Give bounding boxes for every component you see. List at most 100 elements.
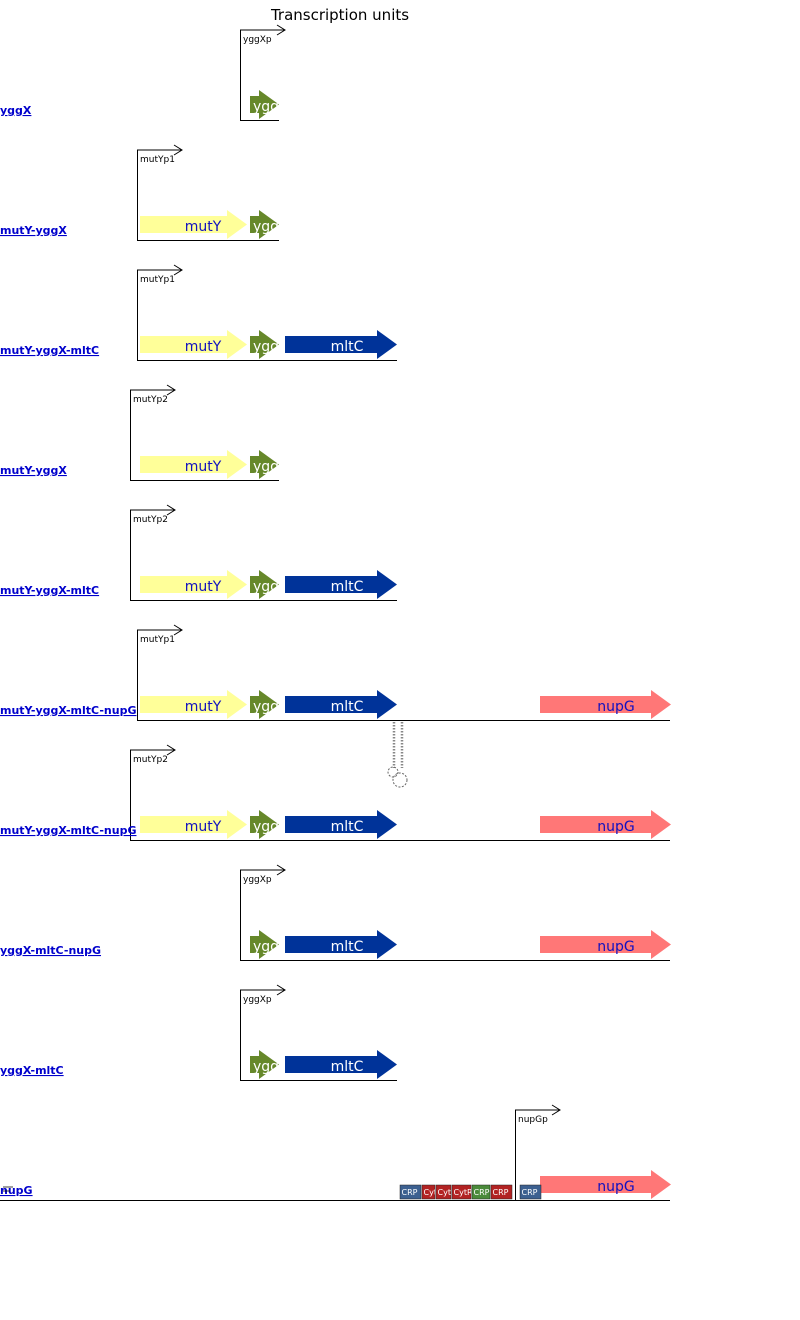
binding-site-label: CRP (474, 1188, 490, 1197)
gene-arrow-mltC[interactable] (285, 810, 397, 839)
gene-arrow-yggX[interactable] (250, 810, 279, 839)
promoter-label[interactable]: yggXp (243, 875, 272, 885)
gene-arrow-yggX[interactable] (250, 930, 279, 959)
gene-label: nupG (597, 699, 634, 715)
gene-mltC[interactable]: mltC (285, 810, 397, 839)
gene-yggX[interactable]: ygg (250, 930, 279, 959)
gene-arrow-yggX[interactable] (250, 450, 279, 479)
transcription-unit-link[interactable]: mutY-yggX (0, 224, 67, 237)
gene-arrow-mutY[interactable] (140, 330, 247, 359)
promoter-label[interactable]: mutYp2 (133, 755, 168, 765)
transcription-unit-link[interactable]: mutY-yggX (0, 464, 67, 477)
binding-site-crp[interactable]: CRP (471, 1184, 491, 1200)
gene-yggX[interactable]: ygg (250, 1050, 279, 1079)
gene-yggX[interactable]: ygg (250, 330, 279, 359)
gene-yggX[interactable]: ygg (250, 690, 279, 719)
gene-label: ygg (253, 99, 279, 115)
gene-arrow-nupG[interactable] (540, 930, 671, 959)
gene-yggX[interactable]: ygg (250, 210, 279, 239)
gene-label: ygg (253, 939, 279, 955)
gene-yggX[interactable]: ygg (250, 570, 279, 599)
binding-site-cytr[interactable]: CytR (451, 1184, 473, 1200)
gene-mltC[interactable]: mltC (285, 330, 397, 359)
gene-arrow-yggX[interactable] (250, 690, 279, 719)
gene-label: mutY (185, 219, 222, 235)
transcription-unit-link[interactable]: mutY-yggX-mltC (0, 584, 99, 597)
gene-arrow-nupG[interactable] (540, 1170, 671, 1199)
binding-site-cytr[interactable]: CytR (435, 1184, 457, 1200)
gene-yggX[interactable]: ygg (250, 450, 279, 479)
gene-arrow-yggX[interactable] (250, 1050, 279, 1079)
gene-label: nupG (597, 1179, 634, 1195)
promoter-arrow-icon (137, 629, 182, 720)
binding-site-crp[interactable]: CRP (519, 1184, 542, 1200)
gene-label: mutY (185, 699, 222, 715)
promoter-arrowhead-icon (276, 984, 286, 996)
gene-arrow-mutY[interactable] (140, 570, 247, 599)
binding-site-crp[interactable]: CRP (490, 1184, 513, 1200)
gene-yggX[interactable]: ygg (250, 90, 279, 119)
gene-label: ygg (253, 219, 279, 235)
gene-arrow-mutY[interactable] (140, 810, 247, 839)
promoter-label[interactable]: mutYp1 (140, 635, 175, 645)
promoter-label[interactable]: mutYp1 (140, 155, 175, 165)
gene-arrow-mltC[interactable] (285, 570, 397, 599)
transcription-unit-link[interactable]: yggX (0, 104, 32, 117)
gene-nupG[interactable]: nupG (540, 1170, 671, 1199)
gene-arrow-yggX[interactable] (250, 330, 279, 359)
gene-mutY[interactable]: mutY (140, 810, 247, 839)
gene-mltC[interactable]: mltC (285, 690, 397, 719)
promoter-arrow-icon (130, 389, 175, 480)
gene-mutY[interactable]: mutY (140, 330, 247, 359)
gene-mltC[interactable]: mltC (285, 930, 397, 959)
binding-site-label: CytR (438, 1188, 457, 1197)
promoter-arrowhead-icon (166, 504, 176, 516)
promoter-label[interactable]: nupGp (518, 1115, 548, 1125)
gene-mltC[interactable]: mltC (285, 1050, 397, 1079)
transcription-unit-row: mutYp1 mutY-yggX mutY ygg (0, 144, 279, 241)
promoter-label[interactable]: yggXp (243, 35, 272, 45)
binding-site-cytr[interactable]: CytR (421, 1184, 443, 1200)
gene-mutY[interactable]: mutY (140, 690, 247, 719)
gene-arrow-yggX[interactable] (250, 210, 279, 239)
promoter-arrow-icon (240, 29, 285, 120)
gene-mutY[interactable]: mutY (140, 210, 247, 239)
gene-arrow-nupG[interactable] (540, 690, 671, 719)
gene-nupG[interactable]: nupG (540, 930, 671, 959)
promoter-arrowhead-icon (166, 384, 176, 396)
promoter-label[interactable]: mutYp2 (133, 515, 168, 525)
transcription-unit-link[interactable]: mutY-yggX-mltC (0, 344, 99, 357)
transcription-unit-link[interactable]: nupG (0, 1184, 33, 1197)
gene-arrow-nupG[interactable] (540, 810, 671, 839)
gene-arrow-mltC[interactable] (285, 330, 397, 359)
gene-arrow-mutY[interactable] (140, 450, 247, 479)
transcription-unit-link[interactable]: mutY-yggX-mltC-nupG (0, 704, 136, 717)
gene-mltC[interactable]: mltC (285, 570, 397, 599)
transcription-unit-link[interactable]: yggX-mltC (0, 1064, 64, 1077)
gene-label: mltC (331, 579, 364, 595)
transcription-unit-link[interactable]: mutY-yggX-mltC-nupG (0, 824, 136, 837)
gene-arrow-mltC[interactable] (285, 930, 397, 959)
promoter-label[interactable]: mutYp2 (133, 395, 168, 405)
gene-arrow-mutY[interactable] (140, 210, 247, 239)
promoter-arrowhead-icon (166, 744, 176, 756)
gene-mutY[interactable]: mutY (140, 570, 247, 599)
gene-label: mltC (331, 939, 364, 955)
gene-nupG[interactable]: nupG (540, 810, 671, 839)
binding-site-crp[interactable]: CRP (399, 1184, 422, 1200)
gene-mutY[interactable]: mutY (140, 450, 247, 479)
gene-arrow-mltC[interactable] (285, 690, 397, 719)
gene-yggX[interactable]: ygg (250, 810, 279, 839)
gene-nupG[interactable]: nupG (540, 690, 671, 719)
binding-site-label: CytR (454, 1188, 473, 1197)
gene-arrow-yggX[interactable] (250, 570, 279, 599)
gene-arrow-yggX[interactable] (250, 90, 279, 119)
promoter-label[interactable]: mutYp1 (140, 275, 175, 285)
transcription-unit-link[interactable]: yggX-mltC-nupG (0, 944, 101, 957)
transcription-unit-row: yggXp yggX ygg (0, 24, 286, 121)
promoter-label[interactable]: yggXp (243, 995, 272, 1005)
gene-arrow-mltC[interactable] (285, 1050, 397, 1079)
gene-arrow-mutY[interactable] (140, 690, 247, 719)
